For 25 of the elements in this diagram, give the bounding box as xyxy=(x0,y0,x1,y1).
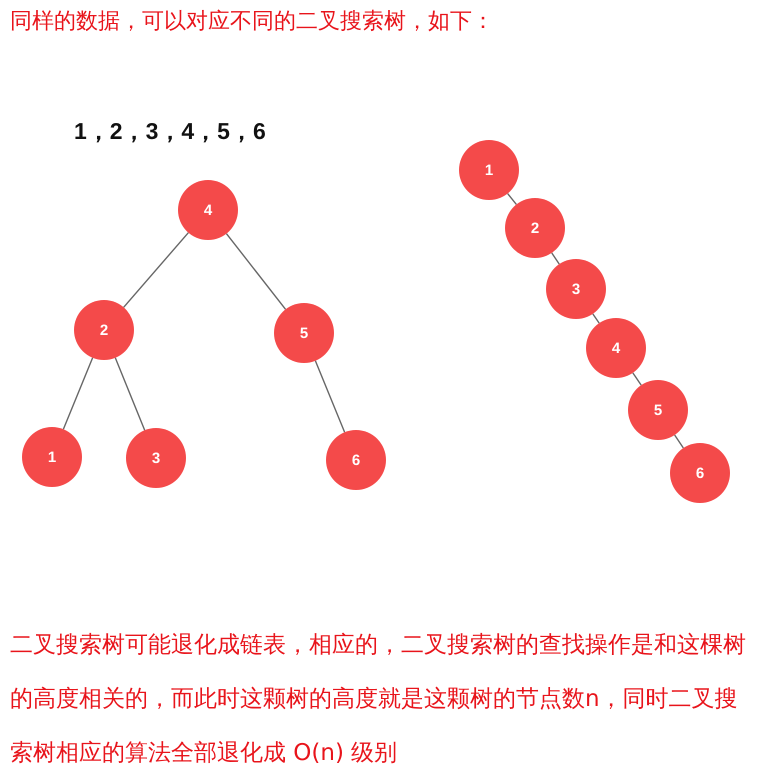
tree-node-circle: 3 xyxy=(546,259,606,319)
tree-edge xyxy=(632,372,642,386)
tree-node-circle: 2 xyxy=(505,198,565,258)
tree-edge xyxy=(62,358,94,430)
number-sequence: 1，2，3，4，5，6 xyxy=(74,117,266,146)
tree-node-circle: 1 xyxy=(459,140,519,200)
tree-edge xyxy=(226,233,286,310)
tree-edge xyxy=(123,232,189,308)
tree-node-circle: 5 xyxy=(628,380,688,440)
tree-edge xyxy=(674,434,684,448)
tree-node-circle: 3 xyxy=(126,428,186,488)
tree-edge xyxy=(592,313,600,324)
tree-edge xyxy=(551,252,560,264)
tree-edge xyxy=(314,360,346,432)
tree-node-circle: 1 xyxy=(22,427,82,487)
tree-node-circle: 4 xyxy=(178,180,238,240)
tree-edge xyxy=(114,358,146,430)
tree-node-circle: 2 xyxy=(74,300,134,360)
tree-edge xyxy=(507,193,517,205)
tree-node-circle: 4 xyxy=(586,318,646,378)
tree-node-circle: 6 xyxy=(670,443,730,503)
explanation-paragraph: 二叉搜索树可能退化成链表，相应的，二叉搜索树的查找操作是和这棵树的高度相关的，而此时这颗树的高度就是这颗树的节点数n，同时二叉搜索树相应的算法全部退化成 O(n) 级别 xyxy=(10,631,747,768)
tree-node-circle: 6 xyxy=(326,430,386,490)
tree-node-circle: 5 xyxy=(274,303,334,363)
heading: 同样的数据，可以对应不同的二叉搜索树，如下： xyxy=(10,8,494,36)
